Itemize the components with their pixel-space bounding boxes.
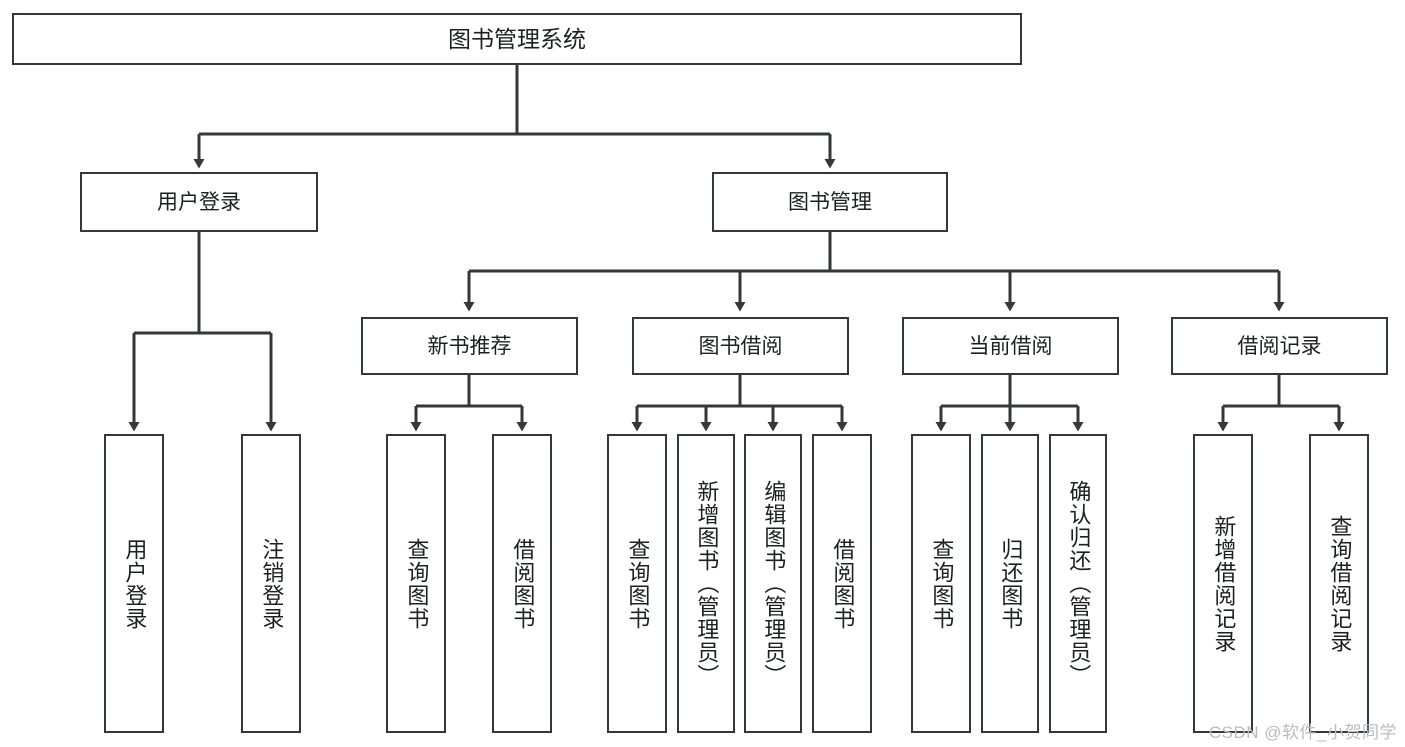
node-label: 归还图书 xyxy=(998,537,1024,630)
node-borrow-record[interactable]: 借阅记录 xyxy=(1171,317,1388,375)
leaf-edit-book-admin[interactable]: 编辑图书（管理员） xyxy=(744,434,802,733)
leaf-query-book-borrow[interactable]: 查询图书 xyxy=(607,434,667,733)
node-label: 新书推荐 xyxy=(427,334,512,358)
leaf-user-login[interactable]: 用户登录 xyxy=(104,434,164,733)
node-label: 用户登录 xyxy=(157,190,241,214)
node-label: 新增图书（管理员） xyxy=(694,480,720,687)
node-label: 借阅图书 xyxy=(830,537,856,630)
leaf-borrow-book-recommend[interactable]: 借阅图书 xyxy=(492,434,552,733)
node-label: 借阅记录 xyxy=(1237,334,1322,358)
node-label: 图书管理系统 xyxy=(448,25,586,52)
leaf-query-book-recommend[interactable]: 查询图书 xyxy=(386,434,446,733)
node-label: 注销登录 xyxy=(259,537,285,630)
leaf-query-borrow-record[interactable]: 查询借阅记录 xyxy=(1309,434,1369,733)
csdn-watermark: CSDN @软件_小贺同学 xyxy=(1208,723,1397,742)
node-book-borrow[interactable]: 图书借阅 xyxy=(632,317,849,375)
node-label: 查询图书 xyxy=(929,537,955,630)
leaf-logout[interactable]: 注销登录 xyxy=(241,434,301,733)
leaf-query-book-current[interactable]: 查询图书 xyxy=(911,434,971,733)
node-label: 当前借阅 xyxy=(968,334,1053,358)
node-label: 编辑图书（管理员） xyxy=(761,480,787,687)
node-new-book-recommend[interactable]: 新书推荐 xyxy=(361,317,578,375)
leaf-add-borrow-record[interactable]: 新增借阅记录 xyxy=(1193,434,1253,733)
leaf-return-book[interactable]: 归还图书 xyxy=(981,434,1039,733)
node-label: 图书管理 xyxy=(788,190,872,214)
node-label: 图书借阅 xyxy=(698,334,783,358)
leaf-borrow-book[interactable]: 借阅图书 xyxy=(812,434,872,733)
node-label: 查询图书 xyxy=(404,537,430,630)
leaf-confirm-return-admin[interactable]: 确认归还（管理员） xyxy=(1049,434,1107,733)
node-label: 用户登录 xyxy=(122,537,148,630)
node-label: 确认归还（管理员） xyxy=(1066,480,1092,687)
node-current-borrow[interactable]: 当前借阅 xyxy=(902,317,1119,375)
node-label: 新增借阅记录 xyxy=(1211,514,1237,653)
node-label: 借阅图书 xyxy=(510,537,536,630)
node-book-management[interactable]: 图书管理 xyxy=(712,172,948,232)
node-label: 查询借阅记录 xyxy=(1327,514,1353,653)
node-user-login[interactable]: 用户登录 xyxy=(80,172,318,232)
node-root-system[interactable]: 图书管理系统 xyxy=(12,13,1022,65)
node-label: 查询图书 xyxy=(625,537,651,630)
leaf-add-book-admin[interactable]: 新增图书（管理员） xyxy=(677,434,735,733)
